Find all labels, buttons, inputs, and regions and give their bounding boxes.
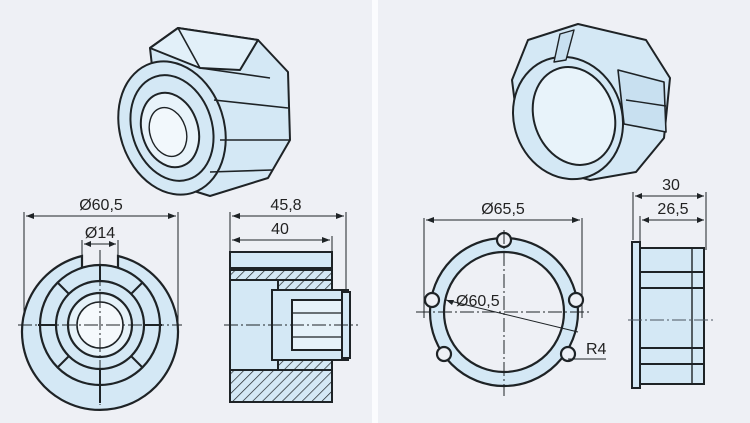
dim-body-length-right: 26,5 <box>657 201 688 218</box>
ring-adapter-front-view: Ø65,5 Ø60,5 R4 <box>416 201 607 396</box>
right-technical-drawing: Ø65,5 Ø60,5 R4 30 <box>416 23 716 396</box>
dim-inner-diameter: Ø60,5 <box>456 293 500 310</box>
left-technical-drawing: Ø60,5 Ø14 <box>18 27 358 411</box>
right-drawing-panel: Ø65,5 Ø60,5 R4 30 <box>378 0 750 423</box>
dim-notch-radius: R4 <box>586 341 607 358</box>
octagonal-adapter-3d-view <box>117 27 291 197</box>
dim-slot-width: Ø14 <box>85 225 115 242</box>
dim-outer-diameter-left: Ø60,5 <box>79 197 123 214</box>
panel-divider <box>372 0 378 423</box>
dim-overall-length-left: 45,8 <box>270 197 301 214</box>
left-drawing-panel: Ø60,5 Ø14 <box>0 0 372 423</box>
dim-body-length-left: 40 <box>271 221 289 238</box>
octagonal-adapter-side-view: 45,8 40 <box>224 197 358 403</box>
ring-adapter-3d-view <box>511 23 671 181</box>
octagonal-adapter-front-view: Ø60,5 Ø14 <box>18 197 182 411</box>
dim-overall-length-right: 30 <box>662 177 680 194</box>
dim-outer-diameter-right: Ø65,5 <box>481 201 525 218</box>
ring-adapter-side-view: 30 26,5 <box>628 177 716 389</box>
